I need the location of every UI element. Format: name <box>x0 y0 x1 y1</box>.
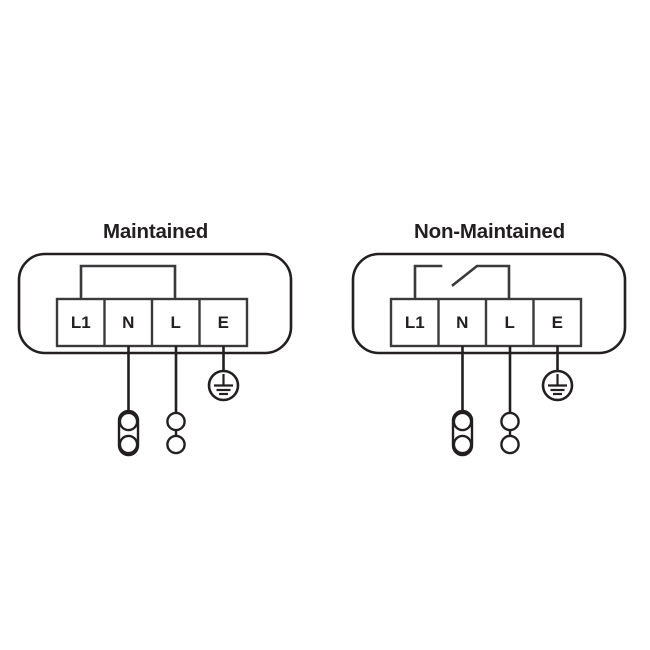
earth-ground-icon <box>207 369 240 402</box>
terminal-block-non-maintained <box>389 297 583 348</box>
diagram-title-maintained: Maintained <box>102 220 209 243</box>
terminal-label-l1-non-maintained: L1 <box>404 313 425 332</box>
diagram-title-non-maintained: Non-Maintained <box>414 220 565 243</box>
live-lead-icon <box>166 411 186 455</box>
open-switch-icon <box>413 264 443 302</box>
terminal-label-e-non-maintained: E <box>551 313 563 332</box>
terminal-label-l-non-maintained: L <box>504 313 515 332</box>
diagram-maintained <box>17 252 293 457</box>
terminal-label-n-maintained: N <box>122 313 135 332</box>
terminal-block-maintained <box>55 297 249 348</box>
neutral-lead-icon <box>117 409 140 457</box>
neutral-lead-icon <box>451 409 474 457</box>
earth-ground-icon <box>541 369 574 402</box>
terminal-label-e-maintained: E <box>217 313 229 332</box>
live-lead-icon <box>500 411 520 455</box>
open-switch-blade-icon <box>451 264 511 302</box>
terminal-label-l-maintained: L <box>170 313 181 332</box>
jumper-link-icon <box>79 264 177 302</box>
terminal-label-n-non-maintained: N <box>456 313 469 332</box>
terminal-label-l1-maintained: L1 <box>70 313 91 332</box>
diagram-non-maintained <box>351 252 627 457</box>
